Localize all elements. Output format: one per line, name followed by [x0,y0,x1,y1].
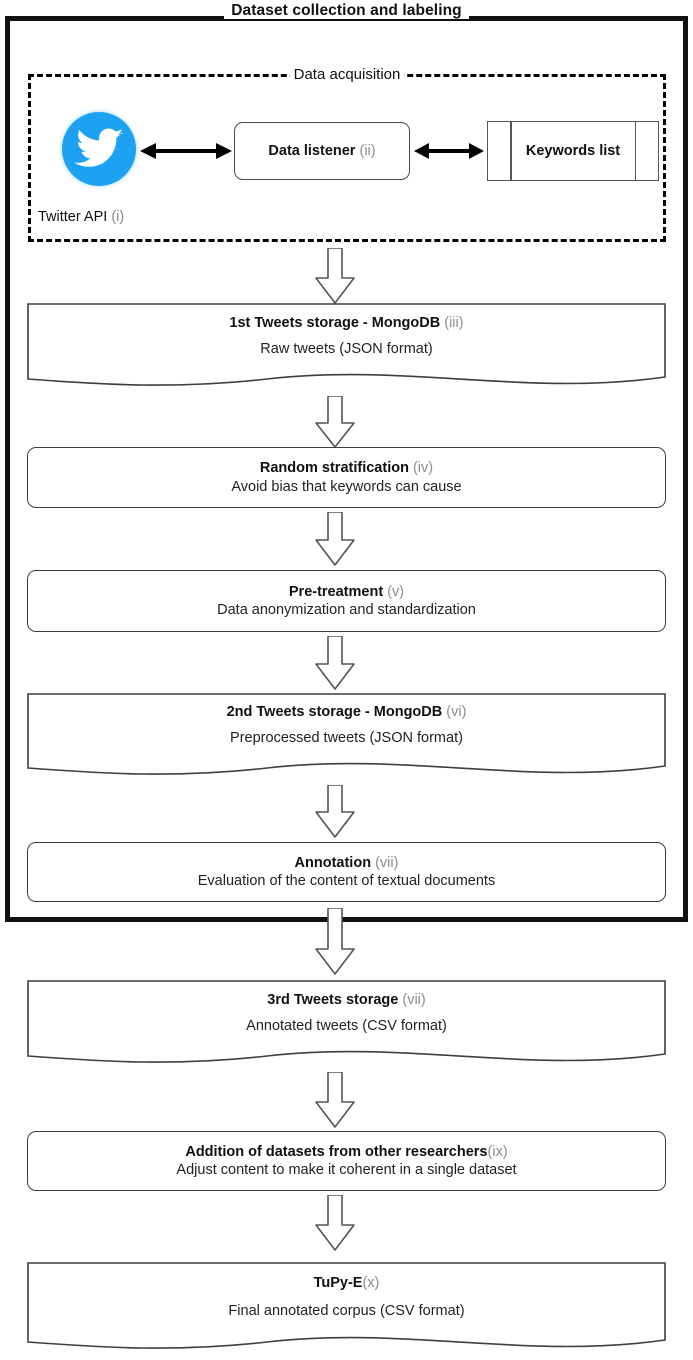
block-arrow-2 [313,396,357,448]
step-2nd-tweets-storage-subtitle: Preprocessed tweets (JSON format) [230,730,463,746]
step-random-stratification: Random stratification (iv) Avoid bias th… [27,447,666,508]
listener-keywords-bidirectional-arrow [414,140,484,162]
block-arrow-5 [313,785,357,838]
step-pre-treatment-subtitle: Data anonymization and standardization [217,602,476,618]
diagram-title: Dataset collection and labeling [0,2,693,20]
step-addition-of-datasets-title-text: Addition of datasets from other research… [185,1143,488,1160]
data-acquisition-title: Data acquisition [28,66,666,83]
step-3rd-tweets-storage-subtitle: Annotated tweets (CSV format) [246,1018,447,1034]
step-1st-tweets-storage-title: 1st Tweets storage - MongoDB (iii) [27,315,666,331]
block-arrow-7 [313,1072,357,1128]
step-tupy-e-title: TuPy-E(x) [27,1275,666,1291]
step-2nd-tweets-storage-roman: (vi) [446,704,467,720]
data-listener-box: Data listener (ii) [234,122,410,180]
keywords-list-label-text: Keywords list [525,142,621,159]
twitter-api-label-text: Twitter API [38,209,108,225]
step-random-stratification-title: Random stratification (iv) [260,459,433,477]
step-1st-tweets-storage-title-text: 1st Tweets storage - MongoDB [229,315,441,331]
step-annotation: Annotation (vii) Evaluation of the conte… [27,842,666,902]
step-3rd-tweets-storage-title: 3rd Tweets storage (vii) [27,992,666,1008]
step-addition-of-datasets-subtitle: Adjust content to make it coherent in a … [176,1162,517,1178]
step-addition-of-datasets: Addition of datasets from other research… [27,1131,666,1191]
step-3rd-tweets-storage-title-text: 3rd Tweets storage [267,992,399,1008]
step-annotation-title-text: Annotation [294,854,372,871]
step-1st-tweets-storage: 1st Tweets storage - MongoDB (iii) Raw t… [27,303,666,391]
step-1st-tweets-storage-roman: (iii) [444,315,464,331]
block-arrow-6 [313,908,357,976]
twitter-bird-icon [62,112,136,186]
data-listener-label-text: Data listener [268,142,356,159]
step-addition-of-datasets-title: Addition of datasets from other research… [185,1143,507,1161]
step-random-stratification-title-text: Random stratification [259,460,409,477]
twitter-api-roman: (i) [111,209,125,225]
twitter-listener-bidirectional-arrow [140,140,232,162]
step-addition-of-datasets-roman: (ix) [487,1143,508,1160]
step-random-stratification-roman: (iv) [412,460,434,477]
step-tupy-e-roman: (x) [362,1275,380,1291]
step-2nd-tweets-storage-title: 2nd Tweets storage - MongoDB (vi) [27,704,666,720]
step-annotation-roman: (vii) [375,854,399,871]
step-pre-treatment-title-text: Pre-treatment [288,583,384,600]
block-arrow-3 [313,512,357,566]
data-acquisition-title-text: Data acquisition [289,66,405,83]
step-2nd-tweets-storage: 2nd Tweets storage - MongoDB (vi) Prepro… [27,693,666,780]
block-arrow-1 [313,248,357,304]
step-tupy-e-title-text: TuPy-E [313,1275,363,1291]
step-3rd-tweets-storage: 3rd Tweets storage (vii) Annotated tweet… [27,980,666,1068]
step-random-stratification-subtitle: Avoid bias that keywords can cause [231,478,462,495]
data-listener-label: Data listener (ii) [268,142,375,160]
keywords-list-box: Keywords list [487,121,659,181]
data-listener-roman: (ii) [359,142,376,159]
block-arrow-4 [313,636,357,690]
predefined-process-left-bar [510,122,512,180]
step-pre-treatment: Pre-treatment (v) Data anonymization and… [27,570,666,632]
step-1st-tweets-storage-subtitle: Raw tweets (JSON format) [260,341,433,357]
step-tupy-e: TuPy-E(x) Final annotated corpus (CSV fo… [27,1262,666,1357]
keywords-list-label: Keywords list [526,142,620,160]
step-pre-treatment-title: Pre-treatment (v) [289,583,404,601]
step-tupy-e-subtitle: Final annotated corpus (CSV format) [228,1303,465,1319]
step-3rd-tweets-storage-roman: (vii) [402,992,426,1008]
step-pre-treatment-roman: (v) [387,583,405,600]
step-annotation-title: Annotation (vii) [295,854,399,872]
step-annotation-subtitle: Evaluation of the content of textual doc… [197,873,496,889]
block-arrow-8 [313,1195,357,1251]
predefined-process-right-bar [634,122,636,180]
twitter-api-label: Twitter API (i) [38,209,218,225]
step-2nd-tweets-storage-title-text: 2nd Tweets storage - MongoDB [226,704,443,720]
diagram-title-text: Dataset collection and labeling [224,2,469,19]
